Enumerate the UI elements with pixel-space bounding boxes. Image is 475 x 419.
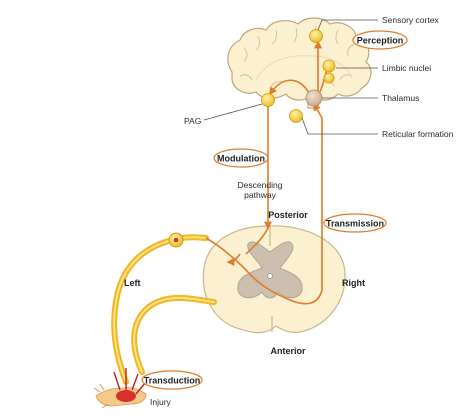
- limbic-nuclei-node-2: [323, 72, 335, 84]
- leader-reticular: [301, 117, 309, 135]
- spinal-cord-section: [202, 225, 346, 334]
- pag-node: [261, 93, 275, 107]
- tag-perception: Perception: [352, 30, 408, 50]
- nerve-fiber: [111, 234, 217, 385]
- tag-modulation: Modulation: [213, 148, 269, 168]
- finger-lines: [93, 383, 109, 409]
- descending-into-dorsal-horn: [245, 227, 269, 255]
- ascending-tract: [205, 102, 323, 305]
- brain-outline: [227, 17, 372, 109]
- tag-transmission: Transmission: [323, 213, 387, 233]
- tag-modulation-text: Modulation: [217, 154, 265, 164]
- label-descending-line1: Descending: [238, 180, 283, 190]
- label-injury: Injury: [150, 397, 172, 407]
- label-descending-line2: pathway: [244, 190, 276, 200]
- leader-sensory-cortex-down: [317, 19, 323, 31]
- nuclei: [261, 29, 336, 123]
- label-right: Right: [342, 278, 365, 288]
- label-sensory-cortex: Sensory cortex: [382, 15, 439, 25]
- label-limbic-nuclei: Limbic nuclei: [382, 63, 431, 73]
- injury-wound: [116, 390, 136, 402]
- leader-lines: [203, 19, 378, 135]
- brain-inner: [255, 55, 353, 81]
- peripheral-nerve: [111, 232, 217, 385]
- limbic-nuclei-node: [322, 59, 336, 73]
- tag-transduction-text: Transduction: [144, 376, 201, 386]
- central-canal: [267, 273, 273, 279]
- thalamus-node: [305, 89, 323, 107]
- label-posterior: Posterior: [268, 210, 308, 220]
- nerve-fiber-highlight: [113, 236, 215, 383]
- injury-site: [93, 368, 147, 409]
- modulation-to-horn: [226, 253, 241, 266]
- leader-pag: [203, 103, 263, 121]
- reticular-formation-node: [289, 109, 303, 123]
- label-anterior: Anterior: [270, 346, 306, 356]
- grey-matter: [237, 241, 303, 299]
- label-pag: PAG: [184, 116, 201, 126]
- tag-transmission-text: Transmission: [326, 219, 384, 229]
- sensory-cortex-node: [309, 29, 323, 43]
- tag-perception-text: Perception: [357, 36, 404, 46]
- tag-transduction: Transduction: [141, 370, 203, 390]
- label-reticular-formation: Reticular formation: [382, 129, 454, 139]
- ganglion-cell: [173, 237, 179, 243]
- brain-section: [227, 17, 372, 109]
- label-thalamus: Thalamus: [382, 93, 419, 103]
- label-left: Left: [124, 278, 141, 288]
